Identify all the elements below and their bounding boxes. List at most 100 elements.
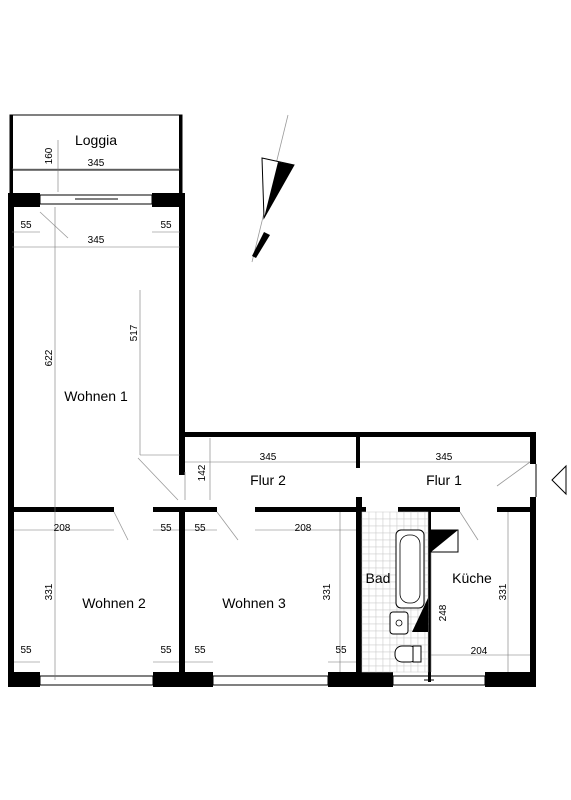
bathroom-tile (403, 518, 412, 527)
bathroom-tile (382, 560, 391, 569)
dim-label-w1-door-left: 55 (20, 220, 32, 231)
dim-label-w3-win-left: 55 (194, 645, 206, 656)
bathtub-inner (399, 534, 421, 604)
bathroom-tile (382, 665, 391, 673)
bathroom-tile (361, 651, 370, 660)
north-arrow-fill (264, 162, 294, 218)
bathroom-tile (410, 665, 419, 673)
wall-w3-bad (356, 497, 362, 687)
duct-kueche (431, 530, 458, 552)
dim-label-w1-door-right: 55 (160, 220, 172, 231)
bathroom-tile (375, 511, 384, 520)
bathroom-tile (424, 658, 429, 667)
bathroom-tile (382, 553, 391, 562)
dim-label-w3-width: 208 (295, 523, 312, 534)
room-label-wohnen2: Wohnen 2 (82, 595, 146, 611)
bathroom-tile (382, 616, 391, 625)
room-label-flur1: Flur 1 (426, 472, 462, 488)
bathroom-tile (368, 546, 377, 555)
bathroom-tile (424, 539, 429, 548)
loggia-wall-left (10, 115, 13, 195)
room-label-wohnen3: Wohnen 3 (222, 595, 286, 611)
bathroom-tile (375, 560, 384, 569)
bathroom-tile (361, 630, 370, 639)
bathroom-tile (368, 511, 377, 520)
bathroom-tile (375, 665, 384, 673)
bathroom-tile (417, 630, 426, 639)
dim-label-w2-win-right: 55 (160, 645, 172, 656)
wall-w1-flur-stub (179, 455, 185, 475)
wall-w1-w2 (8, 507, 114, 512)
bathroom-tile (368, 525, 377, 534)
bathroom-tile (368, 658, 377, 667)
bathroom-tile (382, 588, 391, 597)
bathroom-tile (368, 553, 377, 562)
bathroom-tile (424, 518, 429, 527)
bathroom-tile (361, 609, 370, 618)
washbasin-drain (395, 619, 403, 627)
dim-label-w3-height: 331 (322, 583, 333, 600)
bathroom-tile (389, 518, 398, 527)
bathroom-tile (368, 637, 377, 646)
dim-label-kueche-width: 204 (471, 646, 488, 657)
room-label-kueche: Küche (452, 570, 492, 586)
bathroom-tile (417, 518, 426, 527)
bathroom-tile (361, 665, 370, 673)
bathroom-tile (382, 525, 391, 534)
bathroom-tile (424, 651, 429, 660)
bathroom-tile (389, 665, 398, 673)
bathroom-tile (361, 616, 370, 625)
dim-label-loggia-width: 345 (88, 158, 105, 169)
door-swing-w1-top (39, 211, 69, 239)
bathroom-tile (382, 658, 391, 667)
toilet-tank (412, 645, 422, 663)
bathroom-tile (368, 560, 377, 569)
bathroom-tile (368, 651, 377, 660)
wall-bottom-1 (8, 672, 40, 687)
bathroom-tile (424, 511, 429, 520)
bathroom-tile (424, 567, 429, 576)
bathroom-tile (361, 588, 370, 597)
walls (8, 193, 537, 687)
door-swing-kueche (459, 511, 479, 541)
window-w2 (39, 675, 154, 686)
bathroom-tile (361, 553, 370, 562)
duct-kueche-frame (430, 529, 459, 553)
bathroom-tile (375, 623, 384, 632)
bathroom-tile (361, 602, 370, 611)
room-label-bad: Bad (366, 570, 391, 586)
door-swing-w2 (113, 511, 129, 541)
bathroom-tile (361, 637, 370, 646)
door-swings (39, 211, 531, 541)
bathroom-tile (375, 553, 384, 562)
bathroom-tile (375, 616, 384, 625)
bathroom-tile (368, 602, 377, 611)
room-label-wohnen1: Wohnen 1 (64, 388, 128, 404)
bathroom-tile (396, 518, 405, 527)
bathroom-tile (361, 518, 370, 527)
bathroom-tile (410, 511, 419, 520)
washbasin (389, 611, 409, 635)
bathroom-tile (368, 588, 377, 597)
wall-w1-top-right (152, 193, 184, 207)
wall-flur2-w3 (255, 507, 358, 512)
dim-label-w2-door: 55 (160, 523, 172, 534)
bathroom-tile (382, 637, 391, 646)
dim-label-w2-width: 208 (54, 523, 71, 534)
bathroom-tile (375, 588, 384, 597)
door-swing-w3 (216, 511, 239, 541)
wall-w1-top-left (8, 193, 40, 207)
bathroom-tile (375, 525, 384, 534)
bathroom-tile (382, 546, 391, 555)
bathroom-tile (389, 525, 398, 534)
bathroom-tile (368, 595, 377, 604)
door-swing-w1 (137, 457, 179, 501)
bathroom-tile (410, 518, 419, 527)
dimension-lines (12, 207, 530, 680)
bathroom-tile (375, 644, 384, 653)
bathroom-tile (361, 546, 370, 555)
bathroom-tile (410, 609, 419, 618)
bathroom-tile (424, 553, 429, 562)
bathroom-tile (424, 532, 429, 541)
